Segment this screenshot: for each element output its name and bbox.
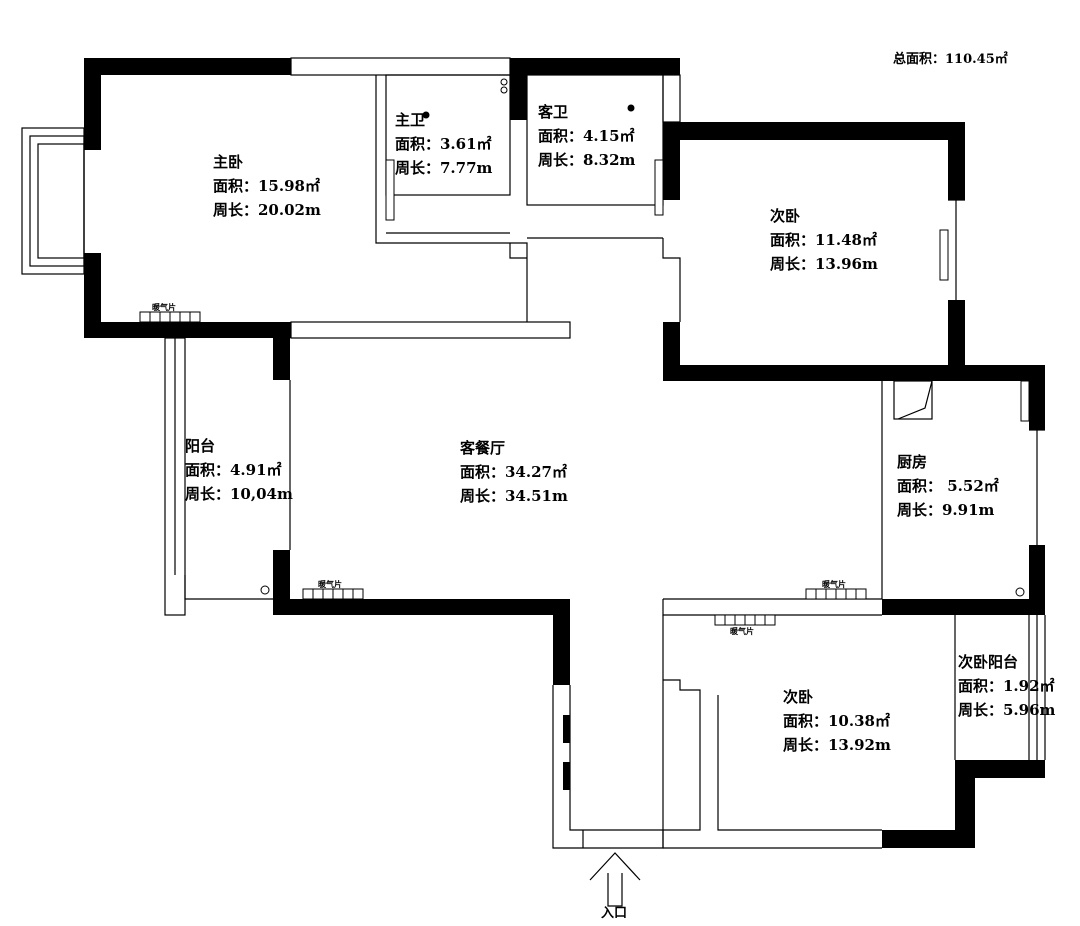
room-label-third-bedroom: 次卧 面积：10.38㎡ 周长：13.92m [783,685,891,757]
room-area: 面积： 5.52㎡ [897,477,999,495]
room-perimeter: 周长：9.91m [897,501,995,519]
room-area: 面积：4.15㎡ [538,127,635,145]
room-area: 面积：34.27㎡ [460,463,567,481]
room-area: 面积：4.91㎡ [185,461,282,479]
room-area: 面积：11.48㎡ [770,231,877,249]
entrance-arrow-icon [589,852,641,907]
load-bearing-walls [84,58,1045,848]
room-name: 次卧 [783,688,814,706]
room-name: 主卫 [395,111,426,129]
room-area: 面积：15.98㎡ [213,177,320,195]
room-name: 主卧 [213,153,244,171]
room-perimeter: 周长：20.02m [213,201,321,219]
room-perimeter: 周长：13.96m [770,255,878,273]
room-label-living-dining: 客餐厅 面积：34.27㎡ 周长：34.51m [460,436,568,508]
radiator-label: 暖气片 [822,579,846,589]
room-label-bedroom-balcony: 次卧阳台 面积：1.92㎡ 周长：5.96m [958,650,1055,722]
room-name: 客卫 [538,103,569,121]
room-label-master-bath: 主卫 面积：3.61㎡ 周长：7.77m [395,108,492,180]
room-label-kitchen: 厨房 面积： 5.52㎡ 周长：9.91m [897,450,999,522]
room-perimeter: 周长：13.92m [783,736,891,754]
drain-icons [260,78,1025,597]
total-area: 总面积：110.45㎡ [893,52,1008,67]
room-label-balcony: 阳台 面积：4.91㎡ 周长：10,04m [185,434,293,506]
room-perimeter: 周长：34.51m [460,487,568,505]
radiator-label: 暖气片 [730,626,754,636]
room-area: 面积：10.38㎡ [783,712,890,730]
room-perimeter: 周长：10,04m [185,485,293,503]
room-label-guest-bath: 客卫 面积：4.15㎡ 周长：8.32m [538,100,635,172]
room-area: 面积：1.92㎡ [958,677,1055,695]
room-name: 厨房 [897,453,928,471]
room-perimeter: 周长：8.32m [538,151,636,169]
room-name: 次卧阳台 [958,653,1019,671]
radiator-label: 暖气片 [152,302,176,312]
room-label-master-bedroom: 主卧 面积：15.98㎡ 周长：20.02m [213,150,321,222]
entrance-label: 入口 [601,906,628,921]
room-label-second-bedroom: 次卧 面积：11.48㎡ 周长：13.96m [770,204,878,276]
room-perimeter: 周长：7.77m [395,159,493,177]
room-area: 面积：3.61㎡ [395,135,492,153]
room-name: 客餐厅 [460,439,506,457]
room-name: 阳台 [185,437,216,455]
radiators [139,159,1030,626]
room-perimeter: 周长：5.96m [958,701,1056,719]
radiator-label: 暖气片 [318,579,342,589]
room-name: 次卧 [770,207,801,225]
